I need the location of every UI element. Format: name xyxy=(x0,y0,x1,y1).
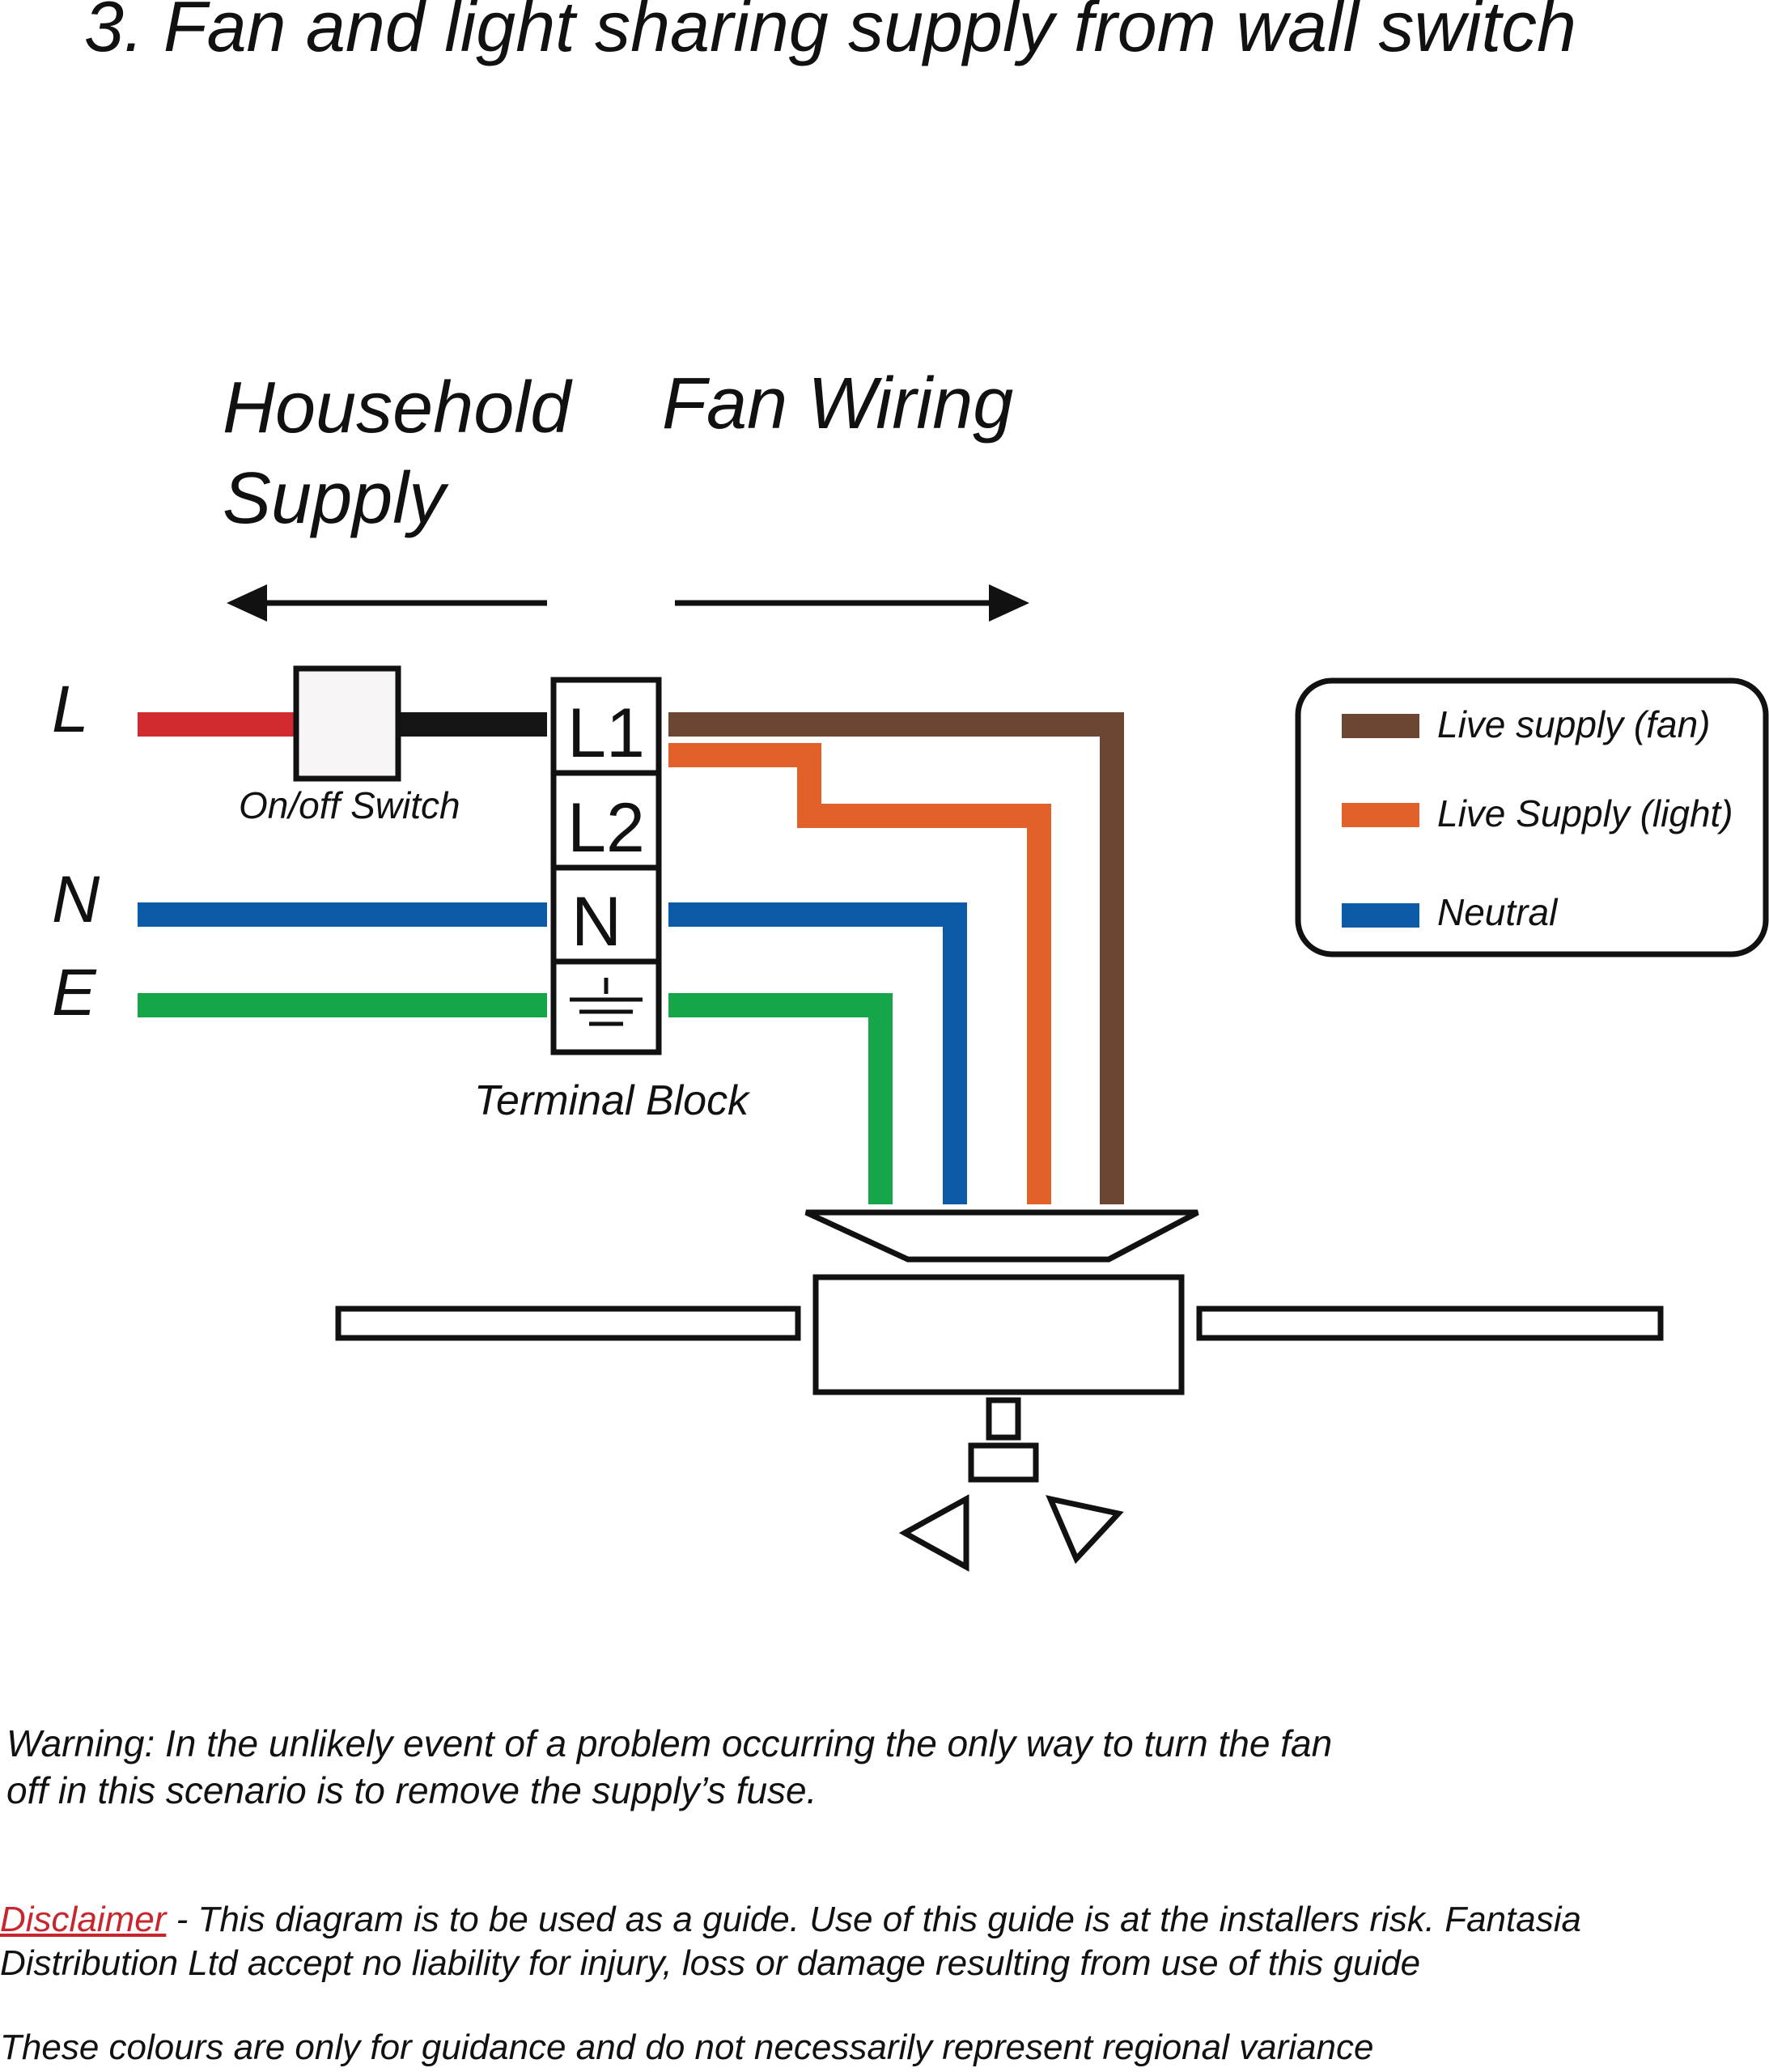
legend-swatch-fan xyxy=(1342,714,1419,738)
fan-motor-housing xyxy=(812,1274,1185,1395)
terminal-block-label: Terminal Block xyxy=(474,1077,749,1124)
fan-blade-left xyxy=(335,1306,801,1341)
light-stem xyxy=(986,1397,1021,1441)
household-supply-line2: Supply xyxy=(223,458,446,539)
fan-canopy xyxy=(804,1209,1199,1263)
lamp-right xyxy=(1046,1495,1124,1565)
ceiling-fan xyxy=(335,1209,1664,1572)
lamp-left xyxy=(898,1494,969,1572)
terminal-l2-label: L2 xyxy=(567,789,645,867)
household-arrow xyxy=(227,584,547,622)
legend-swatch-neutral xyxy=(1342,903,1419,928)
legend-label-neutral: Neutral xyxy=(1437,891,1558,933)
terminal-l1-label: L1 xyxy=(567,694,645,772)
switch-label: On/off Switch xyxy=(239,784,460,826)
disclaimer: Disclaimer - This diagram is to be used … xyxy=(0,1898,1769,1985)
legend xyxy=(1295,677,1769,957)
terminal-n-label: N xyxy=(571,883,621,961)
earth-icon xyxy=(570,978,643,1026)
live-label: L xyxy=(52,673,89,746)
neutral-label: N xyxy=(52,863,100,936)
neutral-fan-wire xyxy=(668,902,967,1204)
page-title: 3. Fan and light sharing supply from wal… xyxy=(84,0,1576,66)
legend-label-fan: Live supply (fan) xyxy=(1437,703,1711,745)
earth-label: E xyxy=(52,956,96,1030)
household-supply-line1: Household xyxy=(223,367,571,448)
legend-label-light: Live Supply (light) xyxy=(1437,792,1733,834)
legend-swatch-light xyxy=(1342,803,1419,827)
earth-fan-wire xyxy=(668,993,893,1204)
light-fitting xyxy=(968,1442,1039,1483)
household-supply-heading: Household Supply xyxy=(223,363,571,544)
fan-wiring-arrow xyxy=(675,584,1029,622)
fan-blade-right xyxy=(1196,1306,1664,1341)
disclaimer-text: - This diagram is to be used as a guide.… xyxy=(0,1900,1581,1983)
fan-wiring-heading: Fan Wiring xyxy=(662,363,1014,444)
warning-text: Warning: In the unlikely event of a prob… xyxy=(6,1722,1333,1811)
on-off-switch xyxy=(293,665,401,782)
colour-note: These colours are only for guidance and … xyxy=(0,2027,1374,2067)
terminal-block: L1 L2 N xyxy=(550,677,662,1055)
fan-live-wire xyxy=(668,712,1124,1204)
light-live-wire xyxy=(668,743,1051,1204)
disclaimer-link[interactable]: Disclaimer xyxy=(0,1900,167,1939)
